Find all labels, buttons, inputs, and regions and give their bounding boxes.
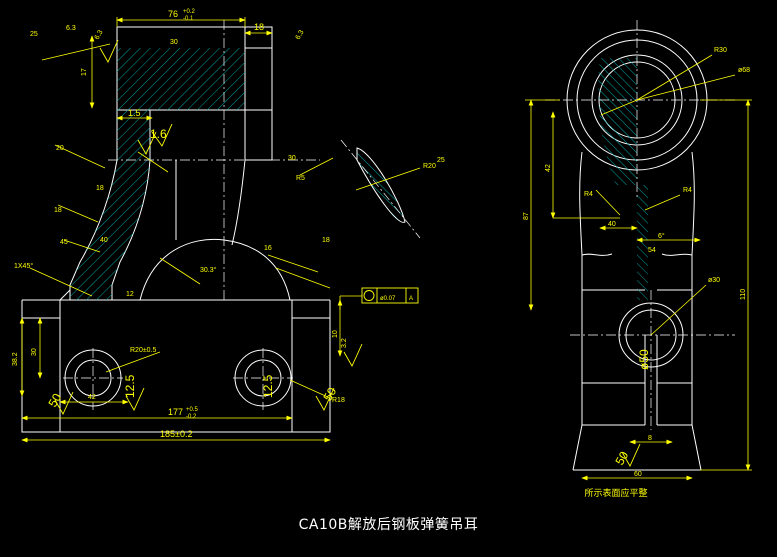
gdt-tolerance-text: ø0.07 bbox=[380, 296, 396, 302]
annot-ring-outer: R30 bbox=[714, 47, 727, 54]
annot-leader-8: 16 bbox=[264, 245, 272, 252]
angled-section-detail bbox=[340, 139, 421, 239]
annot-roughness-7: 50 bbox=[320, 385, 339, 404]
annot-bore-upper: ø50 bbox=[637, 349, 651, 370]
dim-bore-dim: 40 bbox=[608, 221, 616, 228]
annot-roughness-11: 25 bbox=[437, 157, 445, 164]
annot-roughness-6: 50 bbox=[45, 391, 64, 410]
side-view-dimension-lines bbox=[525, 54, 752, 481]
flat-surface-note: 所示表面应平整 bbox=[584, 487, 647, 499]
dim-hole-note: R20±0.5 bbox=[130, 347, 157, 354]
dim-bottom-overall-tol-lower: -0.2 bbox=[186, 414, 197, 420]
dim-bottom-width: 60 bbox=[634, 471, 642, 478]
gdt-datum-text: A bbox=[409, 296, 413, 302]
dim-right-fillet: R18 bbox=[332, 397, 345, 404]
dim-section-radius: R20 bbox=[423, 163, 436, 170]
annot-leader-a: R4 bbox=[584, 191, 593, 198]
dim-left-height: 17 bbox=[81, 68, 88, 76]
annot-leader-10: 18 bbox=[322, 237, 330, 244]
front-view-centerlines bbox=[63, 20, 320, 410]
annot-roughness-3: 1.6 bbox=[150, 127, 167, 141]
annot-lower-bore: ø30 bbox=[708, 277, 720, 284]
dim-overall-height: 110 bbox=[740, 289, 747, 300]
dim-left-vertical2: 30 bbox=[31, 348, 38, 356]
annot-roughness-10: 25 bbox=[30, 31, 38, 38]
drawing-title: CA10B解放后钢板弹簧吊耳 bbox=[298, 517, 479, 533]
dim-bottom-dim: 54 bbox=[648, 247, 656, 254]
dim-top-overall: 76 bbox=[168, 9, 178, 19]
annot-roughness-8: 3.2 bbox=[341, 338, 348, 348]
front-view-dimension-lines bbox=[19, 17, 421, 443]
dim-bottom-total: 185±0.2 bbox=[160, 429, 192, 439]
annot-roughness-2: 6.3 bbox=[295, 29, 306, 41]
dim-top-overall-tol-lower: -0.1 bbox=[183, 16, 194, 22]
dim-foot-width: 42 bbox=[88, 394, 96, 401]
annot-leader-6: 40 bbox=[100, 237, 108, 244]
annot-leader-4: 18 bbox=[54, 207, 62, 214]
dim-right-vertical: 10 bbox=[332, 330, 339, 338]
dim-top-right-width: 18 bbox=[254, 22, 264, 32]
annot-leader-5: 45 bbox=[60, 239, 68, 246]
annot-leader-9: 30 bbox=[288, 155, 296, 162]
dim-angle: 6° bbox=[658, 232, 665, 240]
dim-slot-width: 8 bbox=[648, 435, 652, 442]
dim-bottom-overall-tol-upper: +0.5 bbox=[186, 407, 199, 413]
annot-roughness-5: 12.5 bbox=[261, 374, 275, 398]
dim-top-overall-tol-upper: +0.2 bbox=[183, 9, 196, 15]
dim-upper-height: 42 bbox=[545, 164, 552, 172]
annot-leader-3: 18 bbox=[96, 185, 104, 192]
roughness-symbols bbox=[54, 39, 641, 467]
annot-leader-7: 12 bbox=[126, 291, 134, 298]
annot-bore-outer: ø68 bbox=[738, 67, 750, 74]
dim-bottom-overall: 177 bbox=[168, 407, 183, 417]
annot-leader-b: R4 bbox=[683, 187, 692, 194]
annot-chamfer: 1X45° bbox=[14, 262, 33, 270]
front-view-section-hatch bbox=[70, 48, 245, 300]
dim-arc-angle: 30.3° bbox=[200, 266, 217, 274]
annot-roughness-d: 50 bbox=[612, 449, 631, 468]
dim-overall-height-b: 87 bbox=[523, 212, 530, 220]
annot-leader-1: 30 bbox=[170, 39, 178, 46]
gdt-feature-control-frame: ø0.07 A bbox=[339, 287, 419, 310]
dim-boss-width: 1.5 bbox=[128, 108, 141, 118]
side-view-section-hatch bbox=[598, 58, 648, 300]
annot-leader-2: 20 bbox=[56, 145, 64, 152]
annot-roughness-1: 6.3 bbox=[94, 29, 105, 41]
dim-left-vertical: 38.2 bbox=[12, 352, 19, 366]
annot-leader-11: R5 bbox=[296, 175, 305, 182]
annot-roughness-9: 6.3 bbox=[66, 25, 76, 32]
annot-roughness-4: 12.5 bbox=[123, 374, 137, 398]
